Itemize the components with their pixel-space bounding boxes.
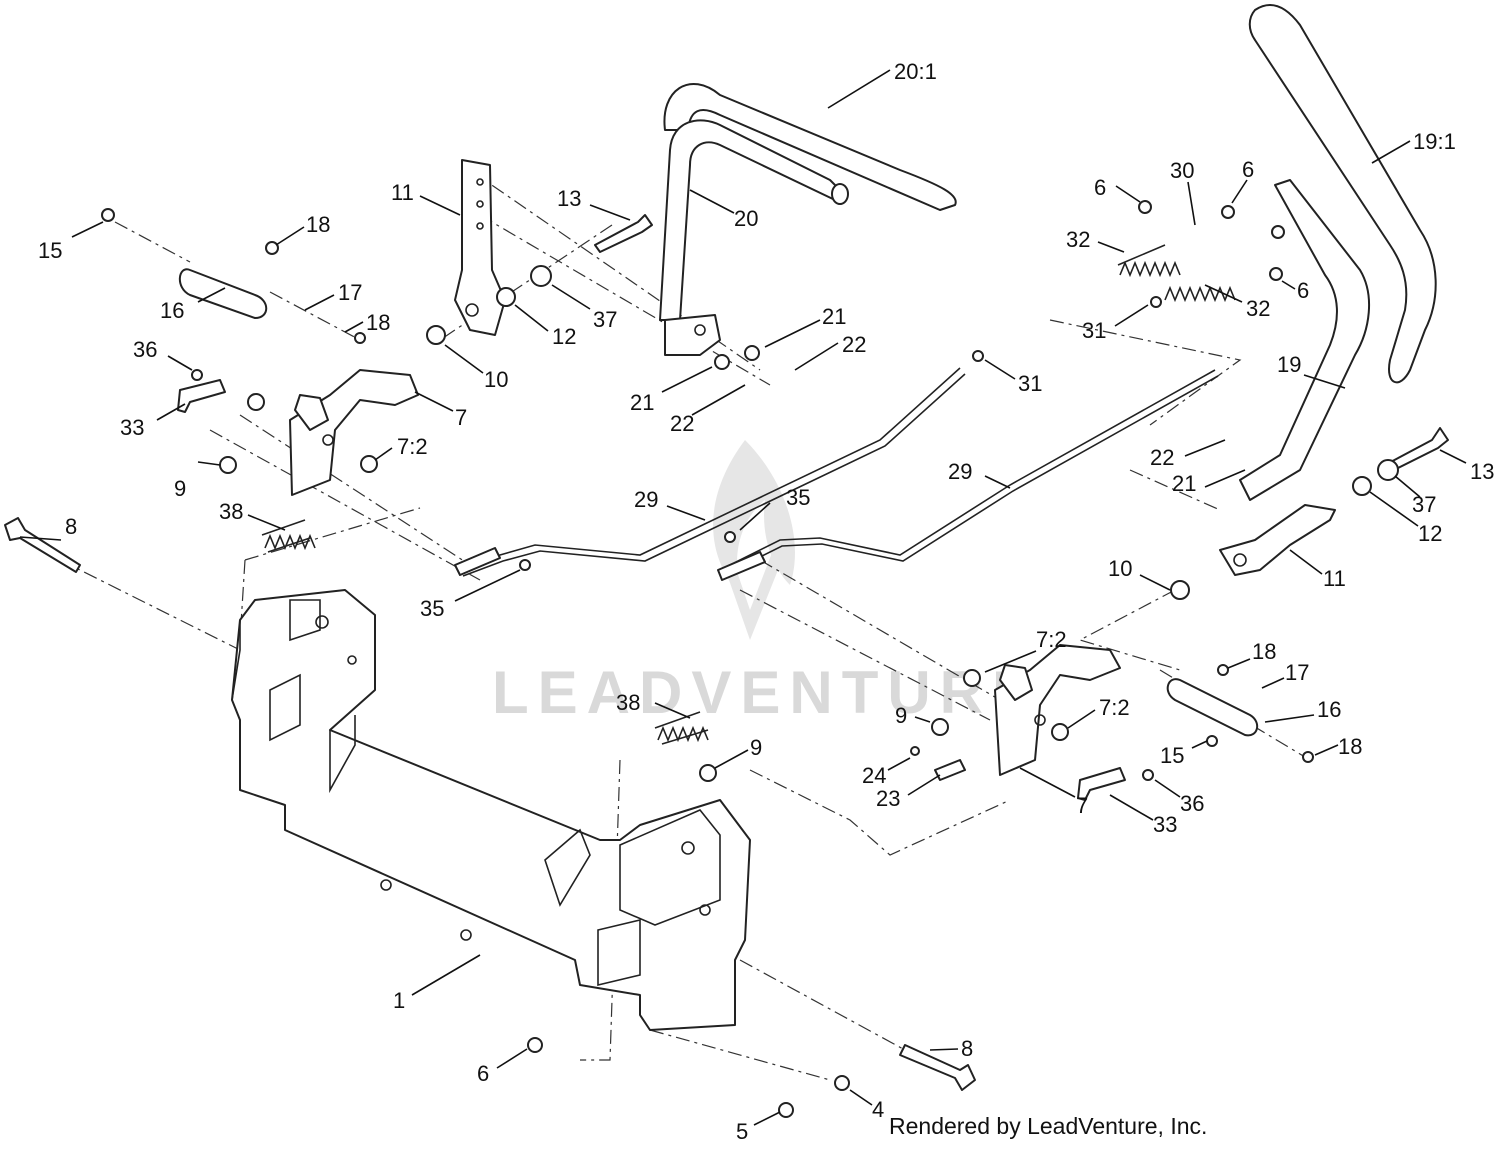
callout-labels: 15 18 16 17 18 36 33 9 11 13 20 20:1 12 …	[38, 59, 1494, 1144]
callout-12: 12	[1418, 521, 1442, 546]
pivot-assembly-left	[289, 369, 419, 496]
callout-29: 29	[634, 487, 658, 512]
leader-lines	[19, 69, 1467, 1126]
callout-9: 9	[750, 735, 762, 760]
control-handle-left	[659, 83, 957, 356]
callout-1: 1	[393, 988, 405, 1013]
callout-16: 16	[160, 298, 184, 323]
callout-24: 24	[862, 763, 886, 788]
callout-33: 33	[120, 415, 144, 440]
callout-17: 17	[338, 280, 362, 305]
callout-35: 35	[786, 485, 810, 510]
callout-8: 8	[961, 1036, 973, 1061]
callout-30: 30	[1170, 158, 1194, 183]
pivot-assembly-right	[994, 644, 1121, 776]
callout-18: 18	[366, 310, 390, 335]
callout-5: 5	[736, 1119, 748, 1144]
callout-18: 18	[306, 212, 330, 237]
callout-29: 29	[948, 459, 972, 484]
callout-13: 13	[1470, 459, 1494, 484]
callout-37: 37	[593, 307, 617, 332]
callout-13: 13	[557, 186, 581, 211]
callout-9: 9	[895, 703, 907, 728]
callout-38: 38	[616, 690, 640, 715]
callout-32: 32	[1066, 227, 1090, 252]
callout-21: 21	[1172, 471, 1196, 496]
callout-9: 9	[174, 476, 186, 501]
control-rods	[459, 367, 1219, 577]
callout-8: 8	[65, 514, 77, 539]
callout-15: 15	[38, 238, 62, 263]
callout-4: 4	[872, 1097, 884, 1122]
pivot-bracket-right	[1219, 504, 1336, 576]
callout-17: 17	[1285, 660, 1309, 685]
callout-6: 6	[1242, 157, 1254, 182]
callout-7-2: 7:2	[1036, 627, 1067, 652]
callout-18: 18	[1338, 734, 1362, 759]
callout-20: 20	[734, 206, 758, 231]
callout-10: 10	[1108, 556, 1132, 581]
pivot-bracket-left	[454, 159, 506, 336]
callout-7: 7	[1076, 793, 1088, 818]
callout-38: 38	[219, 499, 243, 524]
callout-21: 21	[822, 304, 846, 329]
callout-6: 6	[1094, 175, 1106, 200]
callout-6: 6	[477, 1061, 489, 1086]
main-frame	[231, 589, 751, 1031]
callout-22: 22	[670, 411, 694, 436]
callout-36: 36	[133, 337, 157, 362]
callout-19-1: 19:1	[1413, 129, 1456, 154]
callout-18: 18	[1252, 639, 1276, 664]
callout-35: 35	[420, 596, 444, 621]
watermark-text: LEADVENTURE	[492, 659, 1041, 726]
springs-and-shocks	[178, 244, 1259, 745]
watermark: LEADVENTURE	[492, 440, 1041, 726]
render-credit: Rendered by LeadVenture, Inc.	[889, 1113, 1208, 1139]
callout-33: 33	[1153, 812, 1177, 837]
callout-20-1: 20:1	[894, 59, 937, 84]
callout-23: 23	[876, 786, 900, 811]
links	[177, 379, 1126, 801]
callout-19: 19	[1277, 352, 1301, 377]
callout-21: 21	[630, 390, 654, 415]
callout-22: 22	[842, 332, 866, 357]
callout-11: 11	[391, 180, 414, 205]
callout-16: 16	[1317, 697, 1341, 722]
control-handle-right	[1239, 4, 1437, 501]
callout-37: 37	[1412, 492, 1436, 517]
callout-31: 31	[1018, 371, 1042, 396]
callout-15: 15	[1160, 743, 1184, 768]
hardware	[4, 200, 1449, 1118]
callout-31: 31	[1082, 318, 1106, 343]
callout-22: 22	[1150, 445, 1174, 470]
callout-7-2: 7:2	[397, 434, 428, 459]
callout-32: 32	[1246, 296, 1270, 321]
callout-36: 36	[1180, 791, 1204, 816]
callout-11: 11	[1323, 566, 1346, 591]
callout-6: 6	[1297, 278, 1309, 303]
callout-10: 10	[484, 367, 508, 392]
callout-7: 7	[455, 405, 467, 430]
callout-7-2: 7:2	[1099, 695, 1130, 720]
callout-12: 12	[552, 324, 576, 349]
